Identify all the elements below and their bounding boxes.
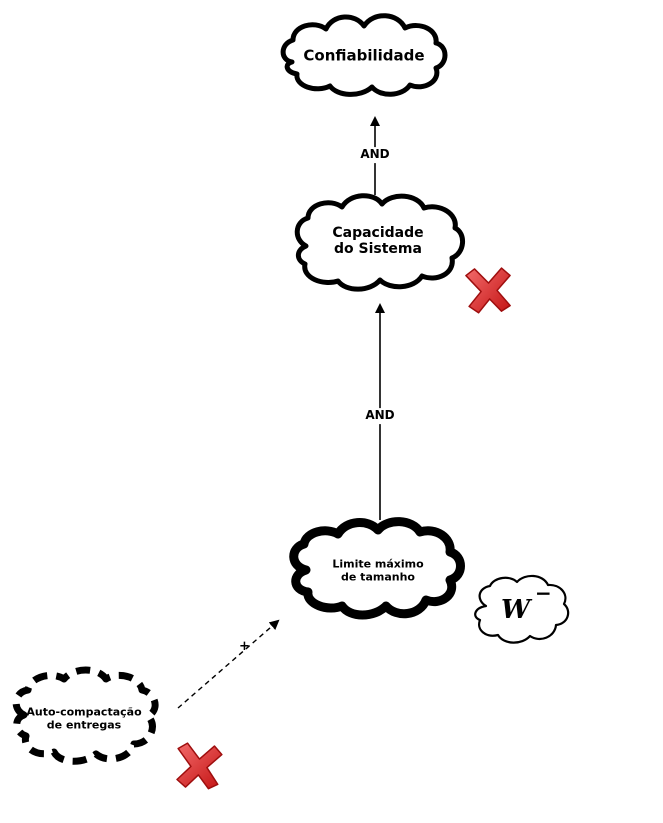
- softgoal-cloud-limite-maximo[interactable]: [289, 517, 465, 620]
- softgoal-cloud-auto-compactacao[interactable]: [12, 666, 159, 765]
- goal-text-auto-line1: Auto-compactação: [26, 705, 142, 719]
- goal-text-confiabilidade: Confiabilidade: [303, 46, 425, 65]
- contribution-plus-label: +: [239, 639, 250, 654]
- weak-denied-mark-cloud: [474, 574, 570, 644]
- contribution-link-auto-to-limite: [177, 619, 280, 709]
- weak-denied-minus-sign: −: [535, 581, 552, 605]
- goal-text-limite-line1: Limite máximo: [332, 557, 424, 571]
- softgoal-cloud-capacidade-do-sistema[interactable]: [294, 193, 465, 292]
- goal-label-auto-compactacao: Auto-compactação de entregas: [26, 706, 141, 731]
- goal-label-limite: Limite máximo de tamanho: [332, 558, 423, 583]
- goal-label-capacidade: Capacidade do Sistema: [332, 225, 423, 257]
- softgoal-cloud-confiabilidade[interactable]: [280, 13, 448, 97]
- and-label-top: AND: [358, 147, 392, 163]
- goal-text-limite-line2: de tamanho: [341, 570, 415, 583]
- weak-denied-symbol: W: [501, 595, 531, 625]
- denied-x-mark-auto-compactacao: [176, 742, 223, 790]
- denied-x-mark-capacidade: [465, 267, 511, 314]
- goal-text-auto-line2: de entregas: [46, 718, 122, 731]
- and-label-middle: AND: [363, 408, 397, 424]
- goal-text-capacidade-line2: do Sistema: [334, 241, 422, 257]
- goal-label-confiabilidade: Confiabilidade: [303, 47, 424, 64]
- goal-text-capacidade-line1: Capacidade: [332, 224, 424, 241]
